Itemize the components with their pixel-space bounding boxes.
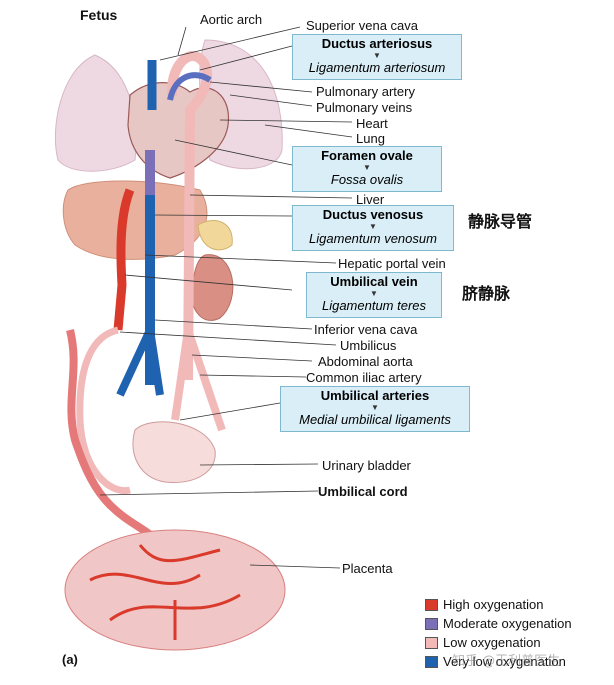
pulmonary-artery-vessel xyxy=(167,72,212,101)
cn-annotation-umbilical-vein: 脐静脉 xyxy=(462,284,511,303)
umbilical-loop xyxy=(76,326,131,495)
watermark: 知乎 @王利普医生 xyxy=(452,654,561,669)
iliac-arteries xyxy=(171,328,226,432)
box-fetal-name: Ductus arteriosus xyxy=(321,36,433,51)
aorta-vessel xyxy=(166,51,213,381)
label-superior-vena-cava: Superior vena cava xyxy=(306,18,419,33)
legend-label: Very low oxygenation xyxy=(443,654,566,669)
placenta-shape xyxy=(64,529,286,651)
box-fetal-name: Foramen ovale xyxy=(321,148,413,163)
label-umbilical-cord: Umbilical cord xyxy=(318,484,408,499)
left-lung xyxy=(54,54,137,172)
label-pulmonary-artery: Pulmonary artery xyxy=(316,84,415,99)
label-hepatic-portal-vein: Hepatic portal vein xyxy=(338,256,446,271)
down-arrow-icon: ▼ xyxy=(371,403,379,412)
placenta-vessels xyxy=(89,544,241,640)
adrenal-shape xyxy=(197,220,233,251)
bladder-shape xyxy=(132,421,216,483)
down-arrow-icon: ▼ xyxy=(370,289,378,298)
legend-swatch xyxy=(425,656,438,668)
liver-shape xyxy=(62,180,208,260)
legend-swatch xyxy=(425,637,438,649)
box-ductus-arteriosus: Ductus arteriosus ▼ Ligamentum arteriosu… xyxy=(292,34,462,80)
box-adult-name: Fossa ovalis xyxy=(330,172,404,187)
box-adult-name: Ligamentum teres xyxy=(321,298,427,313)
box-ductus-venosus: Ductus venosus ▼ Ligamentum venosum xyxy=(292,205,454,251)
label-umbilicus: Umbilicus xyxy=(340,338,397,353)
label-liver: Liver xyxy=(356,192,385,207)
down-arrow-icon: ▼ xyxy=(369,222,377,231)
box-fetal-name: Ductus venosus xyxy=(322,207,424,222)
figure-title: Fetus xyxy=(80,7,118,23)
label-inferior-vena-cava: Inferior vena cava xyxy=(314,322,418,337)
label-placenta: Placenta xyxy=(342,561,393,576)
label-heart: Heart xyxy=(356,116,388,131)
kidney-shape xyxy=(190,254,234,321)
legend-label: Moderate oxygenation xyxy=(443,616,572,631)
legend-label: High oxygenation xyxy=(443,597,544,612)
leader-lines xyxy=(99,26,353,569)
legend-label: Low oxygenation xyxy=(443,635,541,650)
panel-label: (a) xyxy=(62,652,78,667)
label-lung: Lung xyxy=(356,131,385,146)
label-common-iliac-artery: Common iliac artery xyxy=(306,370,422,385)
box-umbilical-vein: Umbilical vein ▼ Ligamentum teres xyxy=(306,272,442,318)
legend-swatch xyxy=(425,618,438,630)
box-adult-name: Ligamentum arteriosum xyxy=(308,60,446,75)
down-arrow-icon: ▼ xyxy=(373,51,381,60)
down-arrow-icon: ▼ xyxy=(363,163,371,172)
label-urinary-bladder: Urinary bladder xyxy=(322,458,411,473)
label-pulmonary-veins: Pulmonary veins xyxy=(316,100,413,115)
heart-shape xyxy=(127,82,230,179)
box-fetal-name: Umbilical arteries xyxy=(320,388,430,403)
box-adult-name: Ligamentum venosum xyxy=(309,231,437,246)
box-umbilical-arteries: Umbilical arteries ▼ Medial umbilical li… xyxy=(280,386,470,432)
box-foramen-ovale: Foramen ovale ▼ Fossa ovalis xyxy=(292,146,442,192)
box-fetal-name: Umbilical vein xyxy=(330,274,418,289)
box-adult-name: Medial umbilical ligaments xyxy=(299,412,451,427)
legend-swatch xyxy=(425,599,438,611)
umbilical-cord-shape xyxy=(66,329,164,548)
umbilical-vein-vessel xyxy=(113,188,135,331)
cn-annotation-ductus-venosus: 静脉导管 xyxy=(468,212,533,231)
iliac-veins xyxy=(116,328,164,397)
label-abdominal-aorta: Abdominal aorta xyxy=(318,354,413,369)
label-aortic-arch: Aortic arch xyxy=(200,12,263,27)
